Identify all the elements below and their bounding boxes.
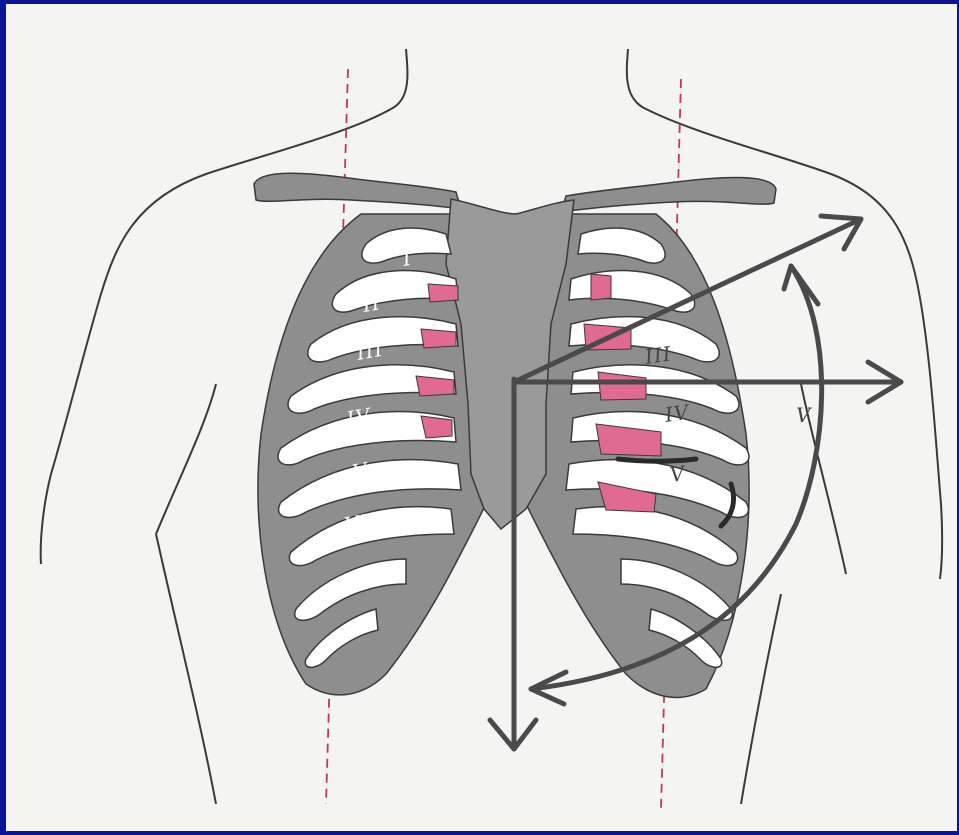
rib-label-far-right-5: V [796, 403, 813, 427]
rib-label-right-3: III [642, 341, 673, 369]
clavicle-right [561, 178, 776, 212]
torso-left [156, 534, 216, 804]
torso-right [741, 594, 781, 804]
rib-label-left-6: VI [343, 509, 371, 537]
rib-label-left-3: III [354, 337, 386, 365]
clavicle-left [254, 173, 461, 209]
arm-left [41, 294, 101, 564]
rib-label-right-4: IV [662, 400, 692, 428]
arm-right [921, 304, 942, 579]
armpit-left [156, 384, 216, 534]
chest-diagram: I II III IV V VI III IV V V [6, 4, 957, 831]
